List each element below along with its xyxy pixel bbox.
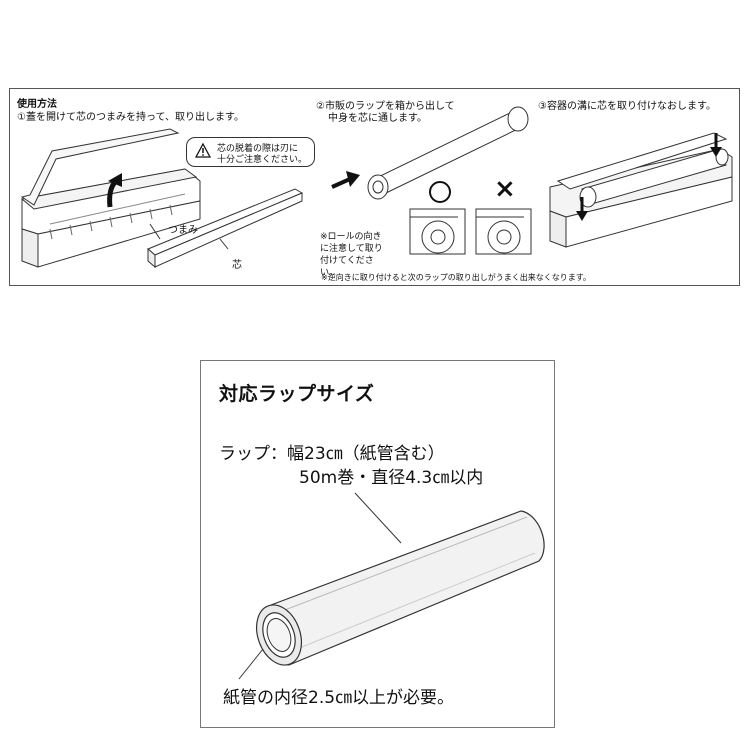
spec-line1: ラップ：幅23㎝（紙管含む） <box>219 444 445 464</box>
caution-callout: 芯の脱着の際は刃に 十分ご注意ください。 <box>186 137 315 167</box>
caution-line1: 芯の脱着の際は刃に <box>217 144 299 154</box>
bottom-note: ※逆向きに取り付けると次のラップの取り出しがうまく出来なくなります。 <box>321 273 591 282</box>
spec-line2: 50m巻・直径4.3㎝以内 <box>299 468 484 488</box>
size-title: 対応ラップサイズ <box>219 383 375 405</box>
ok-mark <box>429 181 451 203</box>
knob-label: つまみ <box>168 225 198 236</box>
ng-mark: × <box>494 174 516 204</box>
usage-instructions-panel: 使用方法 ①蓋を開けて芯のつまみを持って、取り出します。 芯の脱着の際は刃に 十… <box>9 88 740 286</box>
step2-line1: ②市販のラップを箱から出して <box>316 101 455 112</box>
orientation-note: ※ロールの向きに注意して取り付けてください。 <box>320 232 383 278</box>
caution-icon <box>195 143 211 158</box>
right-arrow-icon <box>331 171 360 189</box>
core-label: 芯 <box>232 260 242 271</box>
step1-text: ①蓋を開けて芯のつまみを持って、取り出します。 <box>17 112 244 123</box>
caution-line2: 十分ご注意ください。 <box>217 155 308 165</box>
dispenser-reattach-illustration <box>549 132 733 248</box>
ok-roll-diagram <box>409 208 466 255</box>
wrap-roll-illustration <box>367 106 529 200</box>
wrap-size-panel: 対応ラップサイズ ラップ：幅23㎝（紙管含む） 50m巻・直径4.3㎝以内 紙管… <box>200 360 555 728</box>
usage-illustrations <box>20 106 733 269</box>
down-arrow-icon <box>576 133 722 221</box>
wrap-roll-drawing <box>238 492 545 680</box>
step2-line2: 中身を芯に通します。 <box>328 113 427 124</box>
ng-roll-diagram <box>475 208 532 255</box>
inner-diameter-note: 紙管の内径2.5㎝以上が必要。 <box>223 688 455 708</box>
up-arrow-icon <box>107 173 122 208</box>
step3-text: ③容器の溝に芯を取り付けなおします。 <box>538 101 716 112</box>
usage-title: 使用方法 <box>17 99 57 110</box>
core-illustration <box>147 188 304 269</box>
